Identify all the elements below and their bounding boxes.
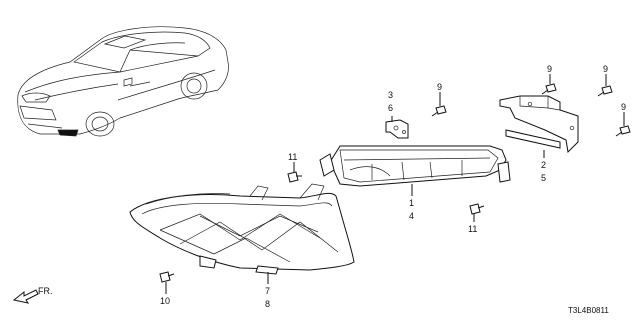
direction-label: FR. (38, 286, 53, 296)
mounting-bracket-small (385, 119, 409, 139)
bolt-icon (597, 85, 613, 97)
callout-1: 1 (409, 198, 414, 208)
callout-9: 9 (437, 82, 442, 92)
callout-10: 10 (160, 296, 170, 306)
leader-lines (165, 74, 625, 294)
callout-6: 6 (388, 103, 393, 113)
front-direction-arrow-icon (12, 289, 39, 304)
bolt-icon (159, 271, 175, 283)
callout-9: 9 (621, 102, 626, 112)
callout-7: 7 (265, 286, 270, 296)
callout-3: 3 (388, 90, 393, 100)
diagram-code: T3L4B0811 (568, 306, 609, 315)
bumper-garnish (129, 183, 355, 275)
fog-light-assembly (319, 145, 511, 187)
bolt-icon (431, 105, 447, 117)
bolt-icon (469, 203, 485, 215)
callout-11: 11 (288, 152, 297, 162)
callout-9: 9 (547, 64, 552, 74)
bolt-icon (541, 83, 557, 95)
callout-4: 4 (409, 211, 414, 221)
mounting-bracket-large (499, 95, 579, 154)
callout-11: 11 (468, 224, 477, 234)
callout-2: 2 (541, 160, 546, 170)
callout-9: 9 (603, 64, 608, 74)
callout-5: 5 (541, 173, 546, 183)
car-illustration (17, 26, 229, 137)
callout-labels: 3 6 9 9 9 9 2 5 11 1 4 11 10 7 8 (160, 64, 626, 309)
bolt-icon (287, 171, 302, 183)
bolt-icon (615, 125, 631, 137)
callout-8: 8 (265, 299, 270, 309)
